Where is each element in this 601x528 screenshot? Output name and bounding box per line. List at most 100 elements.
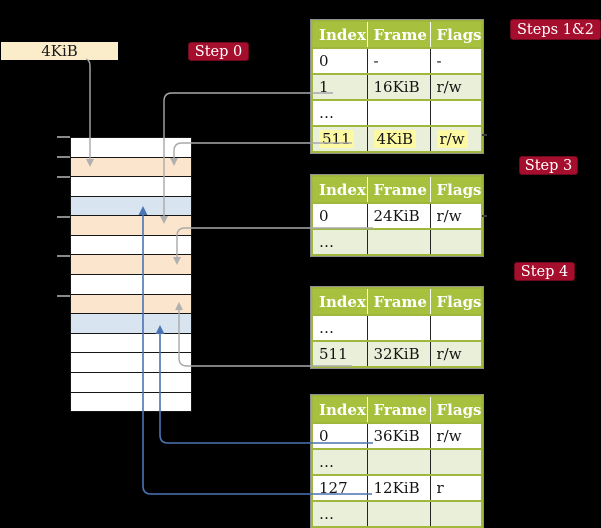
memory-frame-row <box>71 332 191 353</box>
cell-flags: r/w <box>430 125 482 152</box>
cell-flags: r <box>430 474 482 501</box>
memory-frame-row <box>71 234 191 255</box>
cell-flags <box>430 228 482 255</box>
page-table-final: Index Frame Flags 0 36KiB r/w … 127 12Ki… <box>311 395 483 528</box>
step-3-text: Step 3 <box>524 157 573 174</box>
address-tick <box>57 295 70 297</box>
memory-frame-row <box>71 176 191 196</box>
physical-memory-stack <box>70 137 192 412</box>
table-row: … <box>312 99 482 126</box>
table-row: 0 24KiB r/w <box>312 202 482 229</box>
cell-index: … <box>312 448 368 475</box>
table-row: … <box>312 448 482 475</box>
memory-frame-row <box>71 352 191 372</box>
highlighted-value: 511 <box>319 130 354 148</box>
cell-frame <box>367 448 431 475</box>
cell-frame: 4KiB <box>367 125 431 152</box>
column-header-index: Index <box>312 288 368 315</box>
table-header-row: Index Frame Flags <box>312 288 482 315</box>
table-row: … <box>312 314 482 341</box>
table-row: 0 36KiB r/w <box>312 422 482 449</box>
cell-index: … <box>312 314 368 341</box>
cell-flags <box>430 314 482 341</box>
memory-frame-row <box>71 274 191 294</box>
cell-flags: r/w <box>430 422 482 449</box>
page-table-level1: Index Frame Flags 0 - - 1 16KiB r/w … <box>311 20 483 153</box>
cell-index: 127 <box>312 474 368 501</box>
table-row: 511 32KiB r/w <box>312 340 482 367</box>
column-header-frame: Frame <box>367 288 431 315</box>
cell-frame <box>367 99 431 126</box>
cell-frame: 12KiB <box>367 474 431 501</box>
memory-frame-row <box>71 313 191 333</box>
table-header-row: Index Frame Flags <box>312 396 482 423</box>
step-0-text: Step 0 <box>194 43 243 60</box>
table-row: 127 12KiB r <box>312 474 482 501</box>
memory-frame-row <box>71 254 191 275</box>
column-header-frame: Frame <box>367 176 431 203</box>
cell-flags: r/w <box>430 340 482 367</box>
cell-frame <box>367 500 431 527</box>
cell-flags: r/w <box>430 73 482 100</box>
table-row: … <box>312 500 482 527</box>
cell-index: 0 <box>312 202 368 229</box>
cell-index: 1 <box>312 73 368 100</box>
cell-index: 511 <box>312 125 368 152</box>
memory-frame-row <box>71 156 191 177</box>
page-table-step3: Index Frame Flags 0 24KiB r/w … <box>311 175 483 256</box>
cell-flags: r/w <box>430 202 482 229</box>
address-tick <box>57 136 70 138</box>
step-4-text: Step 4 <box>520 263 569 280</box>
cell-flags: - <box>430 47 482 74</box>
table-row-highlighted: 511 4KiB r/w <box>312 125 482 152</box>
frame-size-box: 4KiB <box>1 42 118 60</box>
column-header-index: Index <box>312 176 368 203</box>
memory-frame-row <box>71 138 191 157</box>
memory-frame-row <box>71 293 191 314</box>
table-row: 0 - - <box>312 47 482 74</box>
cell-frame: - <box>367 47 431 74</box>
address-tick <box>57 156 70 158</box>
column-header-flags: Flags <box>430 176 482 203</box>
memory-frame-row <box>71 391 191 412</box>
column-header-frame: Frame <box>367 396 431 423</box>
cell-index: … <box>312 228 368 255</box>
column-header-flags: Flags <box>430 288 482 315</box>
cell-index: … <box>312 500 368 527</box>
cell-frame: 16KiB <box>367 73 431 100</box>
column-header-index: Index <box>312 396 368 423</box>
highlighted-value: 4KiB <box>373 130 417 148</box>
address-tick <box>57 255 70 257</box>
table-row: 1 16KiB r/w <box>312 73 482 100</box>
address-tick <box>57 216 70 218</box>
column-header-frame: Frame <box>367 21 431 48</box>
cell-flags <box>430 500 482 527</box>
steps-1-2-label: Steps 1&2 <box>510 19 601 40</box>
column-header-index: Index <box>312 21 368 48</box>
steps-1-2-text: Steps 1&2 <box>516 21 595 38</box>
page-table-step4: Index Frame Flags … 511 32KiB r/w <box>311 287 483 368</box>
address-tick <box>57 176 70 178</box>
column-header-flags: Flags <box>430 21 482 48</box>
step-0-label: Step 0 <box>188 42 249 61</box>
cell-frame <box>367 314 431 341</box>
step-4-label: Step 4 <box>514 262 575 281</box>
table-row: … <box>312 228 482 255</box>
cell-index: 511 <box>312 340 368 367</box>
cell-index: 0 <box>312 47 368 74</box>
step-3-label: Step 3 <box>519 156 578 175</box>
cell-frame <box>367 228 431 255</box>
cell-index: … <box>312 99 368 126</box>
column-header-flags: Flags <box>430 396 482 423</box>
highlighted-value: r/w <box>436 130 468 148</box>
cell-index: 0 <box>312 422 368 449</box>
table-header-row: Index Frame Flags <box>312 21 482 48</box>
table-header-row: Index Frame Flags <box>312 176 482 203</box>
cell-frame: 24KiB <box>367 202 431 229</box>
cell-frame: 32KiB <box>367 340 431 367</box>
frame-size-label: 4KiB <box>41 42 78 60</box>
memory-frame-row <box>71 371 191 392</box>
cell-frame: 36KiB <box>367 422 431 449</box>
memory-frame-row <box>71 215 191 235</box>
